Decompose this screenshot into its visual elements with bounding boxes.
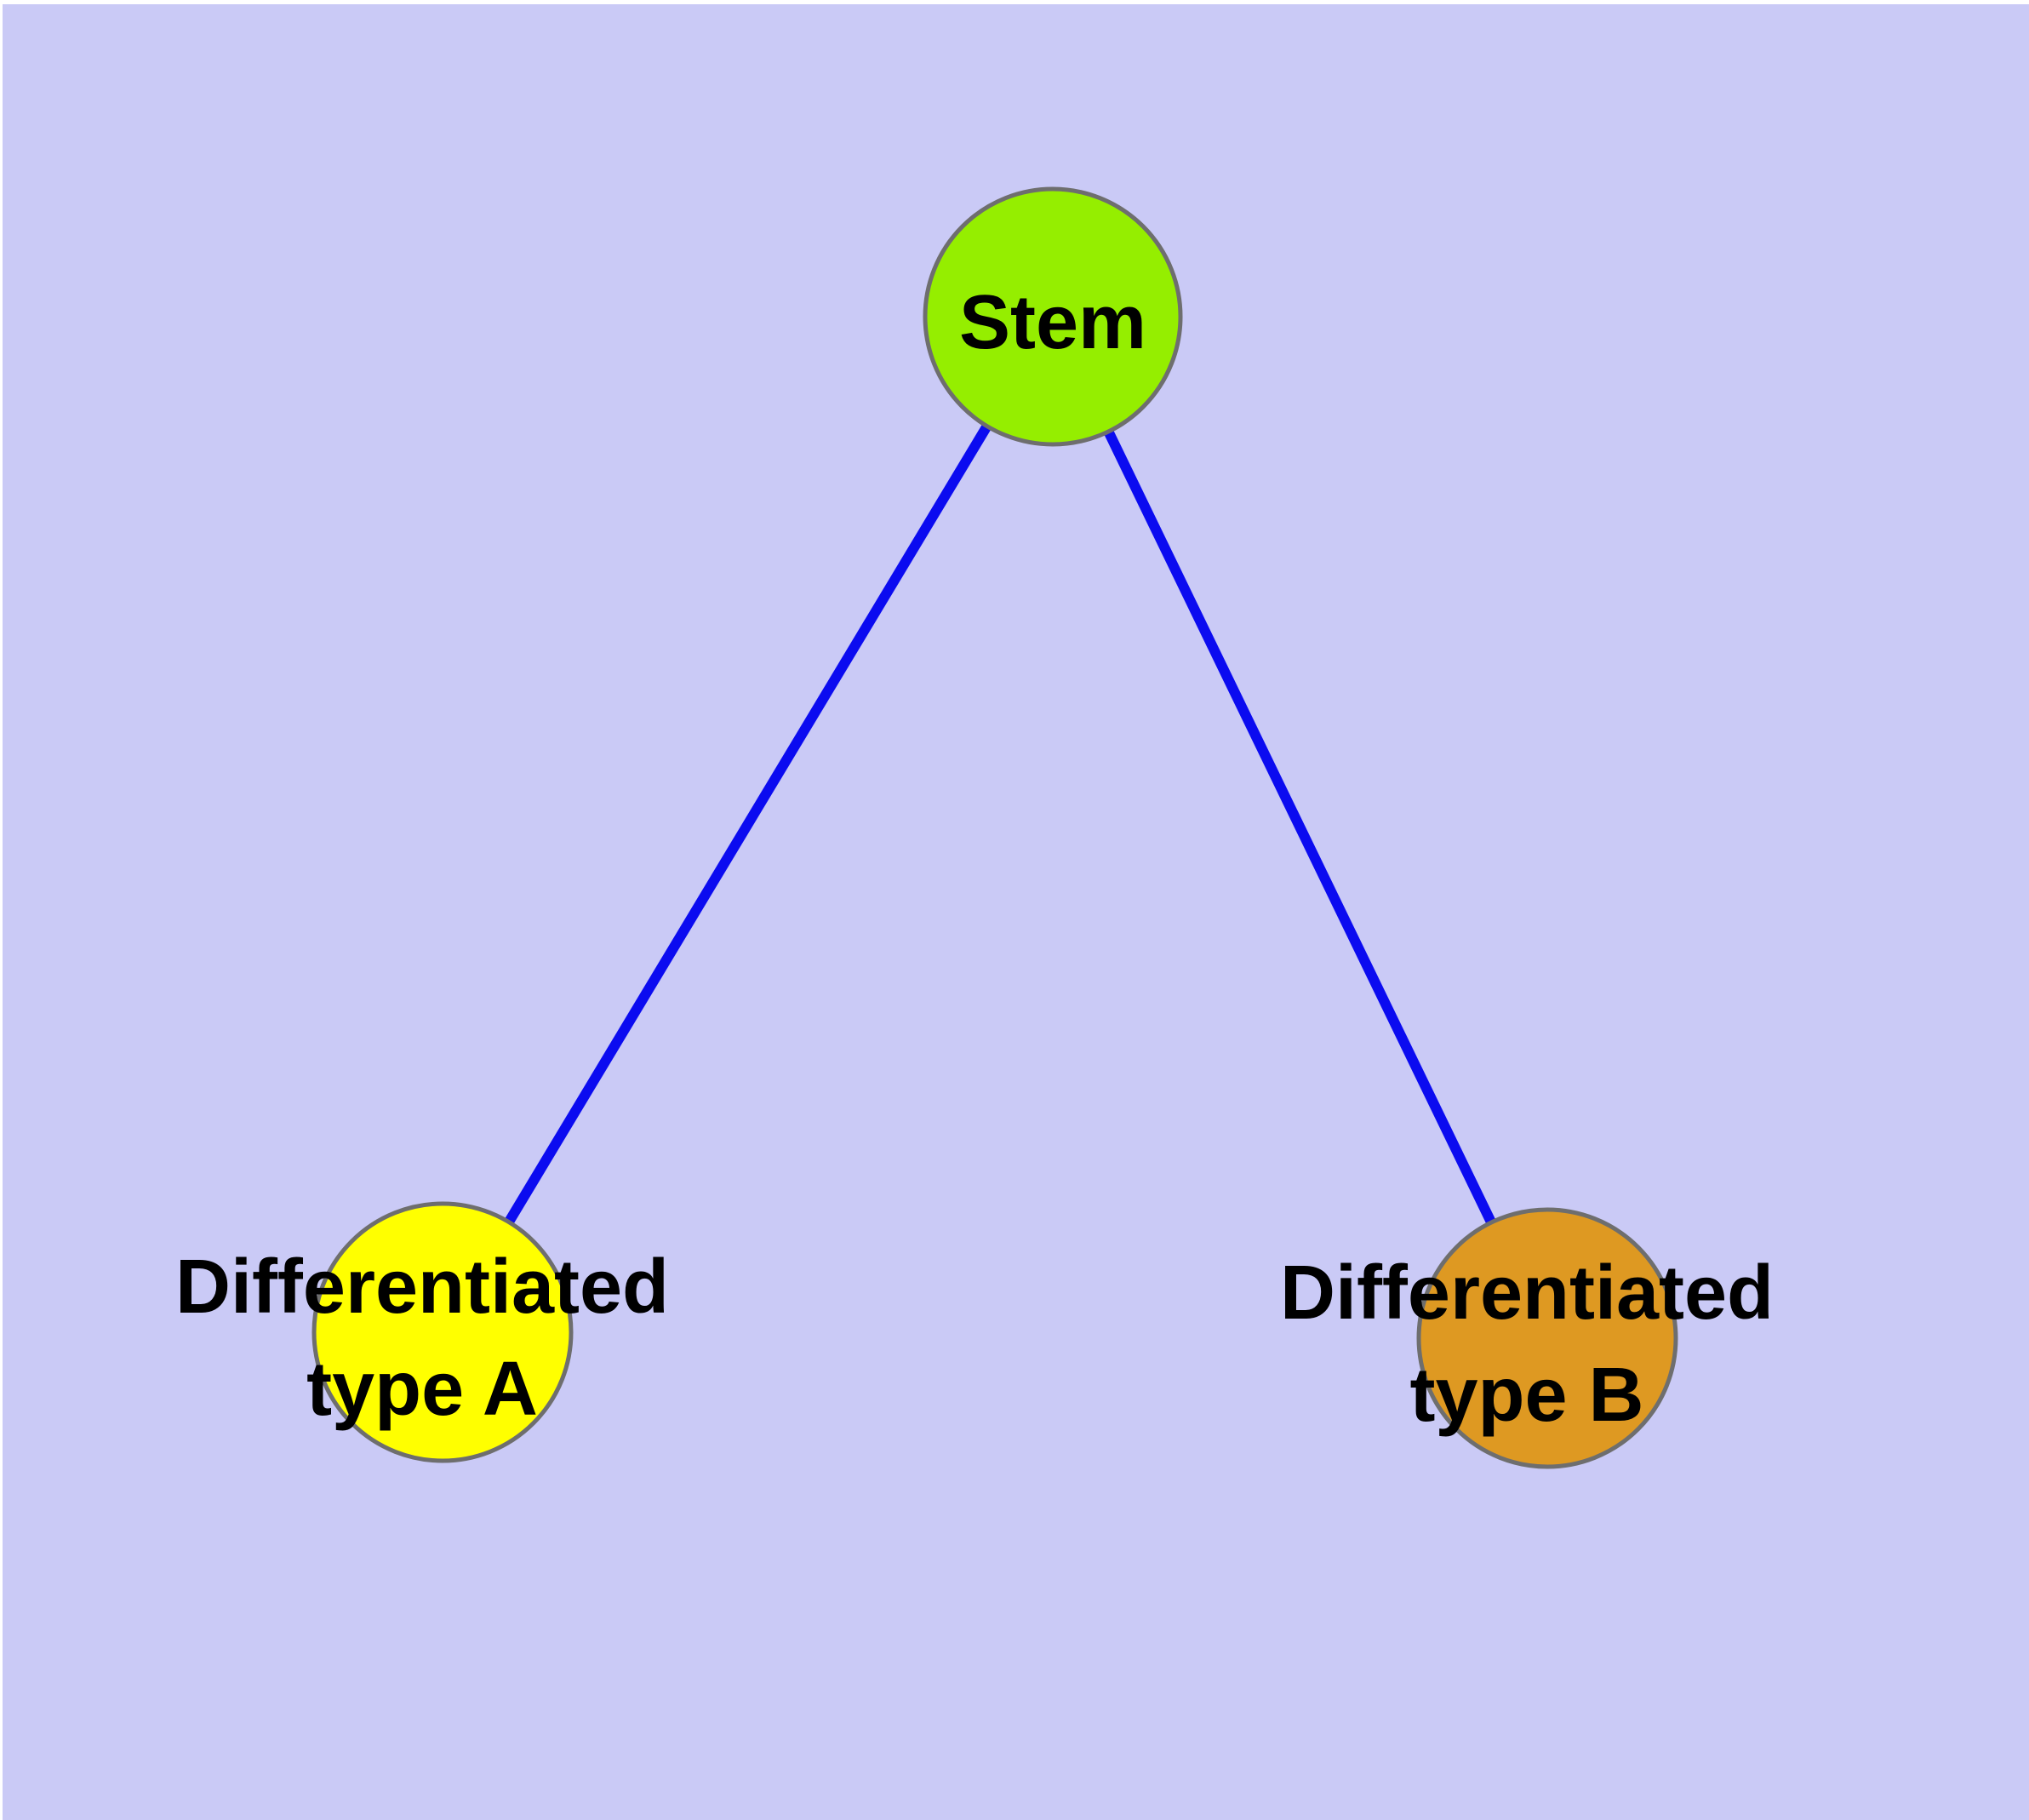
edge-stem-to-differentiated-type-a [437, 313, 1058, 1336]
node-stem-circle [923, 186, 1183, 447]
node-differentiated-type-a-circle [311, 1201, 574, 1463]
node-differentiated-type-b-label-line: Differentiated [1280, 1251, 1774, 1336]
node-differentiated-type-b-circle [1416, 1207, 1678, 1469]
nodes-layer [311, 186, 1678, 1469]
node-differentiated-type-a-label: Differentiated type A [175, 1245, 669, 1432]
node-stem-label: Stem [959, 280, 1146, 365]
edges-layer [437, 313, 1552, 1341]
edge-stem-to-differentiated-type-b [1048, 314, 1552, 1341]
node-differentiated-type-a-label-line: type A [306, 1347, 538, 1432]
node-stem-label-line: Stem [959, 280, 1146, 365]
node-differentiated-type-a-label-line: Differentiated [175, 1245, 669, 1330]
node-differentiated-type-b-label-line: type B [1409, 1353, 1643, 1438]
node-differentiated-type-b-label: Differentiated type B [1280, 1251, 1774, 1438]
